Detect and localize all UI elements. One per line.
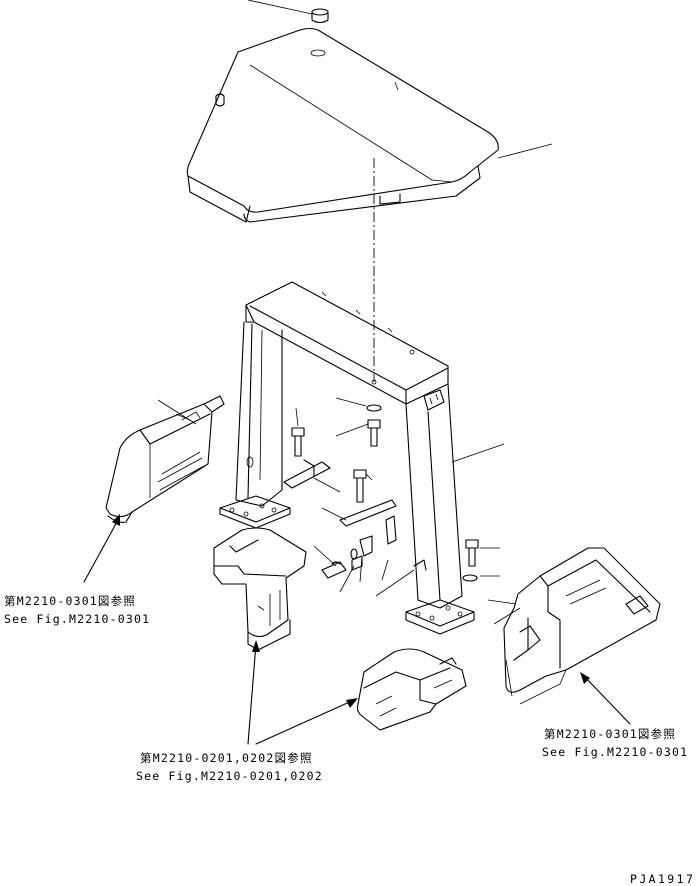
top-cover (186, 27, 499, 223)
bottom-reference-jp: 第M2210-0201,0202図参照 (140, 751, 313, 765)
left-side-panel (105, 395, 225, 523)
right-reference-en: See Fig.M2210-0301 (542, 745, 689, 759)
filler-cap (311, 8, 329, 24)
left-reference-jp: 第M2210-0301図参照 (4, 594, 137, 608)
left-lower-part (213, 527, 307, 651)
fasteners (283, 397, 500, 597)
reference-arrows (83, 514, 631, 745)
right-reference-jp: 第M2210-0301図参照 (544, 727, 677, 741)
center-lower-part (356, 648, 467, 731)
bottom-reference-en: See Fig.M2210-0201,0202 (136, 769, 323, 783)
rops-frame (219, 281, 475, 635)
drawing-code: PJA1917 (630, 872, 696, 886)
right-side-panel (487, 547, 661, 705)
left-reference-en: See Fig.M2210-0301 (4, 612, 151, 626)
